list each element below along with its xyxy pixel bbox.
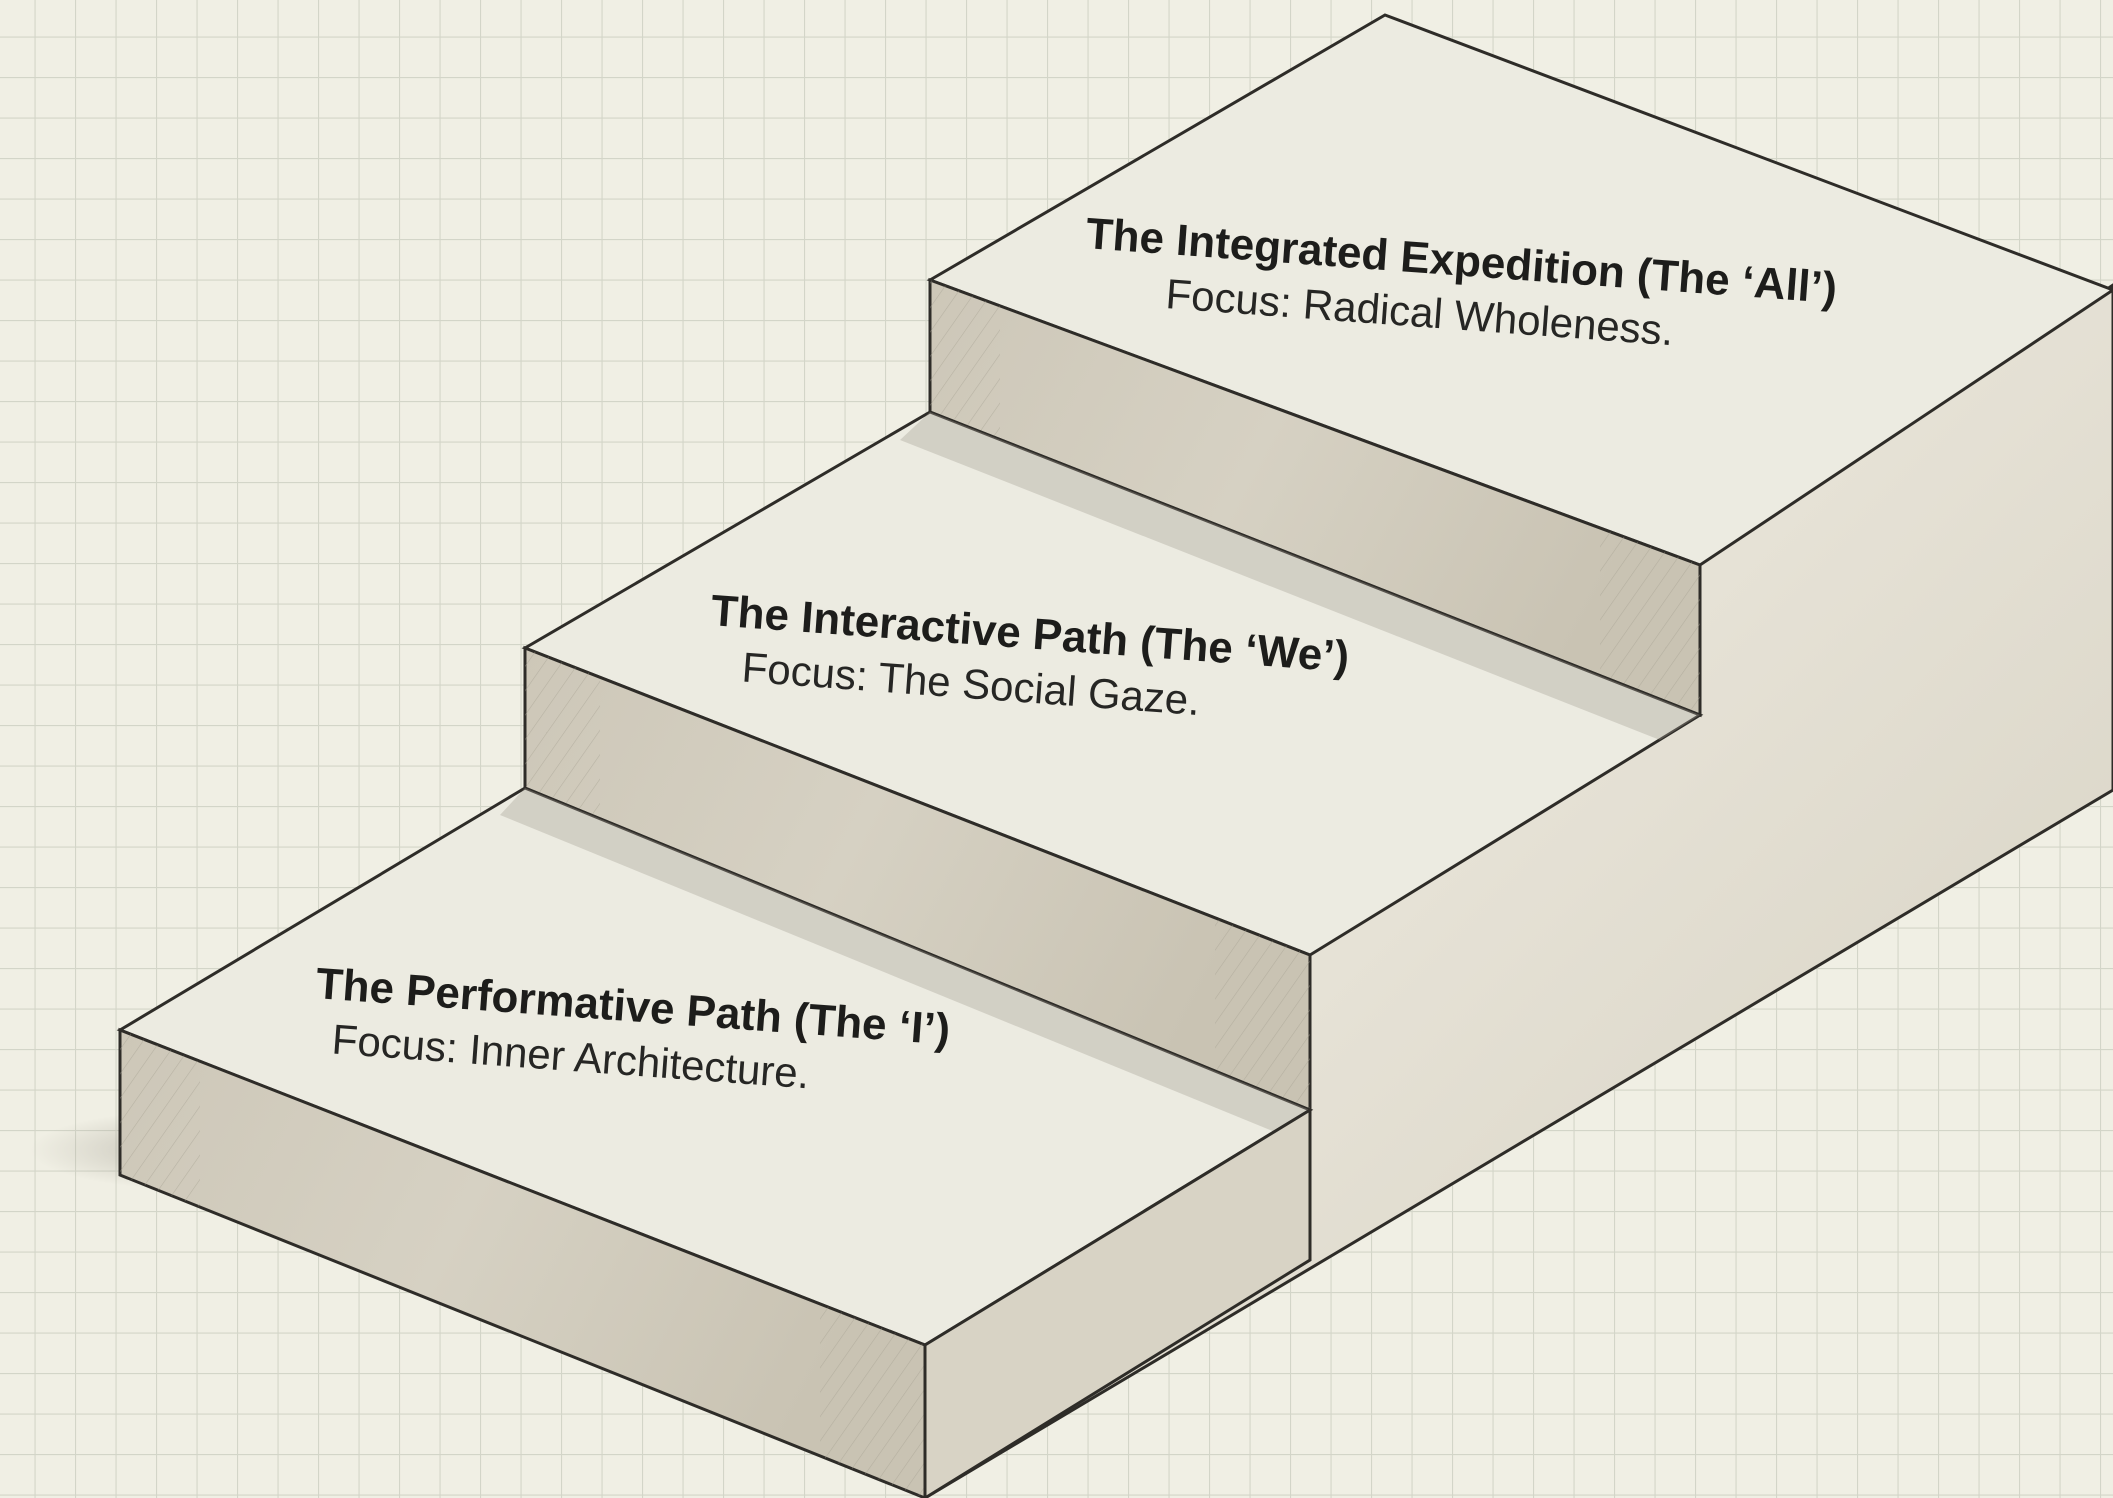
step-1-side [923, 1107, 1312, 1498]
step-3-front-hatch-right [1600, 528, 1700, 715]
step-1-front-hatch-right [820, 1304, 925, 1498]
step-2-shadow-under-riser [900, 412, 1700, 740]
step-2-front-hatch-right [1215, 918, 1310, 1110]
step-1-shadow-under-riser [500, 788, 1310, 1132]
step-2-front-hatch [525, 648, 600, 818]
step-1-front-hatch [120, 1030, 200, 1207]
step-3-front-hatch [930, 280, 1000, 440]
